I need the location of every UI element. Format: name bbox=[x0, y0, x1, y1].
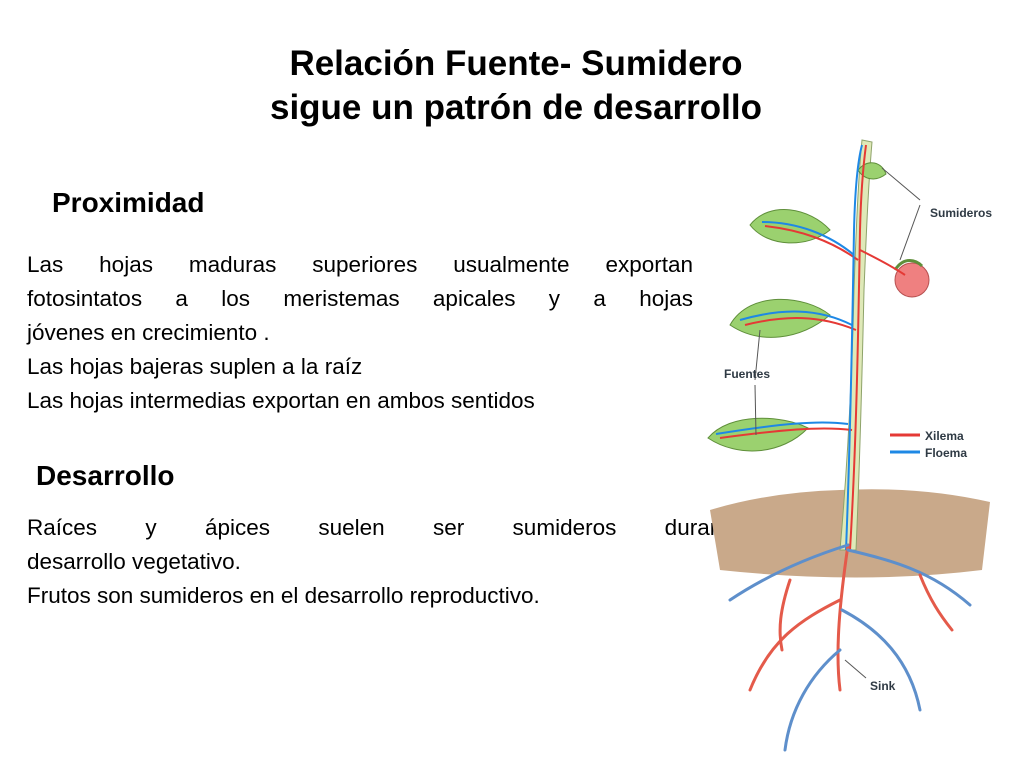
legend: Xilema Floema bbox=[890, 429, 967, 460]
fruit-stalk bbox=[893, 259, 924, 271]
proximidad-line-2: fotosintatos a los meristemas apicales y… bbox=[27, 286, 693, 311]
desarrollo-line-2: desarrollo vegetativo. bbox=[27, 549, 241, 574]
proximidad-line-3: jóvenes en crecimiento . bbox=[27, 320, 270, 345]
apex-leaf bbox=[857, 162, 887, 180]
desarrollo-line-1: Raíces y ápices suelen ser sumideros dur… bbox=[27, 515, 741, 540]
label-sumideros: Sumideros bbox=[930, 206, 992, 220]
vascular-floema bbox=[715, 144, 863, 551]
paragraph-proximidad: Las hojas maduras superiores usualmente … bbox=[27, 248, 693, 418]
legend-floema-label: Floema bbox=[925, 446, 967, 460]
plant-source-sink-diagram: Sumideros Fuentes Sink Xilema Floema bbox=[707, 139, 992, 752]
vascular-xylem bbox=[719, 144, 906, 551]
proximidad-line-1: Las hojas maduras superiores usualmente … bbox=[27, 252, 693, 277]
desarrollo-line-3: Frutos son sumideros en el desarrollo re… bbox=[27, 583, 540, 608]
title-line-2: sigue un patrón de desarrollo bbox=[269, 88, 763, 127]
heading-desarrollo: Desarrollo bbox=[36, 460, 175, 491]
slide-title: Relación Fuente- Sumidero sigue un patró… bbox=[0, 42, 1024, 130]
title-line-1: Relación Fuente- Sumidero bbox=[289, 44, 743, 83]
fruit bbox=[894, 262, 930, 298]
proximidad-line-5: Las hojas intermedias exportan en ambos … bbox=[27, 388, 535, 413]
leaf-top bbox=[749, 209, 831, 244]
legend-xilema-label: Xilema bbox=[925, 429, 964, 443]
label-leaders bbox=[754, 167, 921, 679]
label-sink: Sink bbox=[870, 679, 896, 693]
label-fuentes: Fuentes bbox=[724, 367, 770, 381]
roots bbox=[728, 543, 972, 752]
heading-proximidad: Proximidad bbox=[52, 187, 205, 218]
paragraph-desarrollo: Raíces y ápices suelen ser sumideros dur… bbox=[27, 511, 741, 613]
proximidad-line-4: Las hojas bajeras suplen a la raíz bbox=[27, 354, 363, 379]
